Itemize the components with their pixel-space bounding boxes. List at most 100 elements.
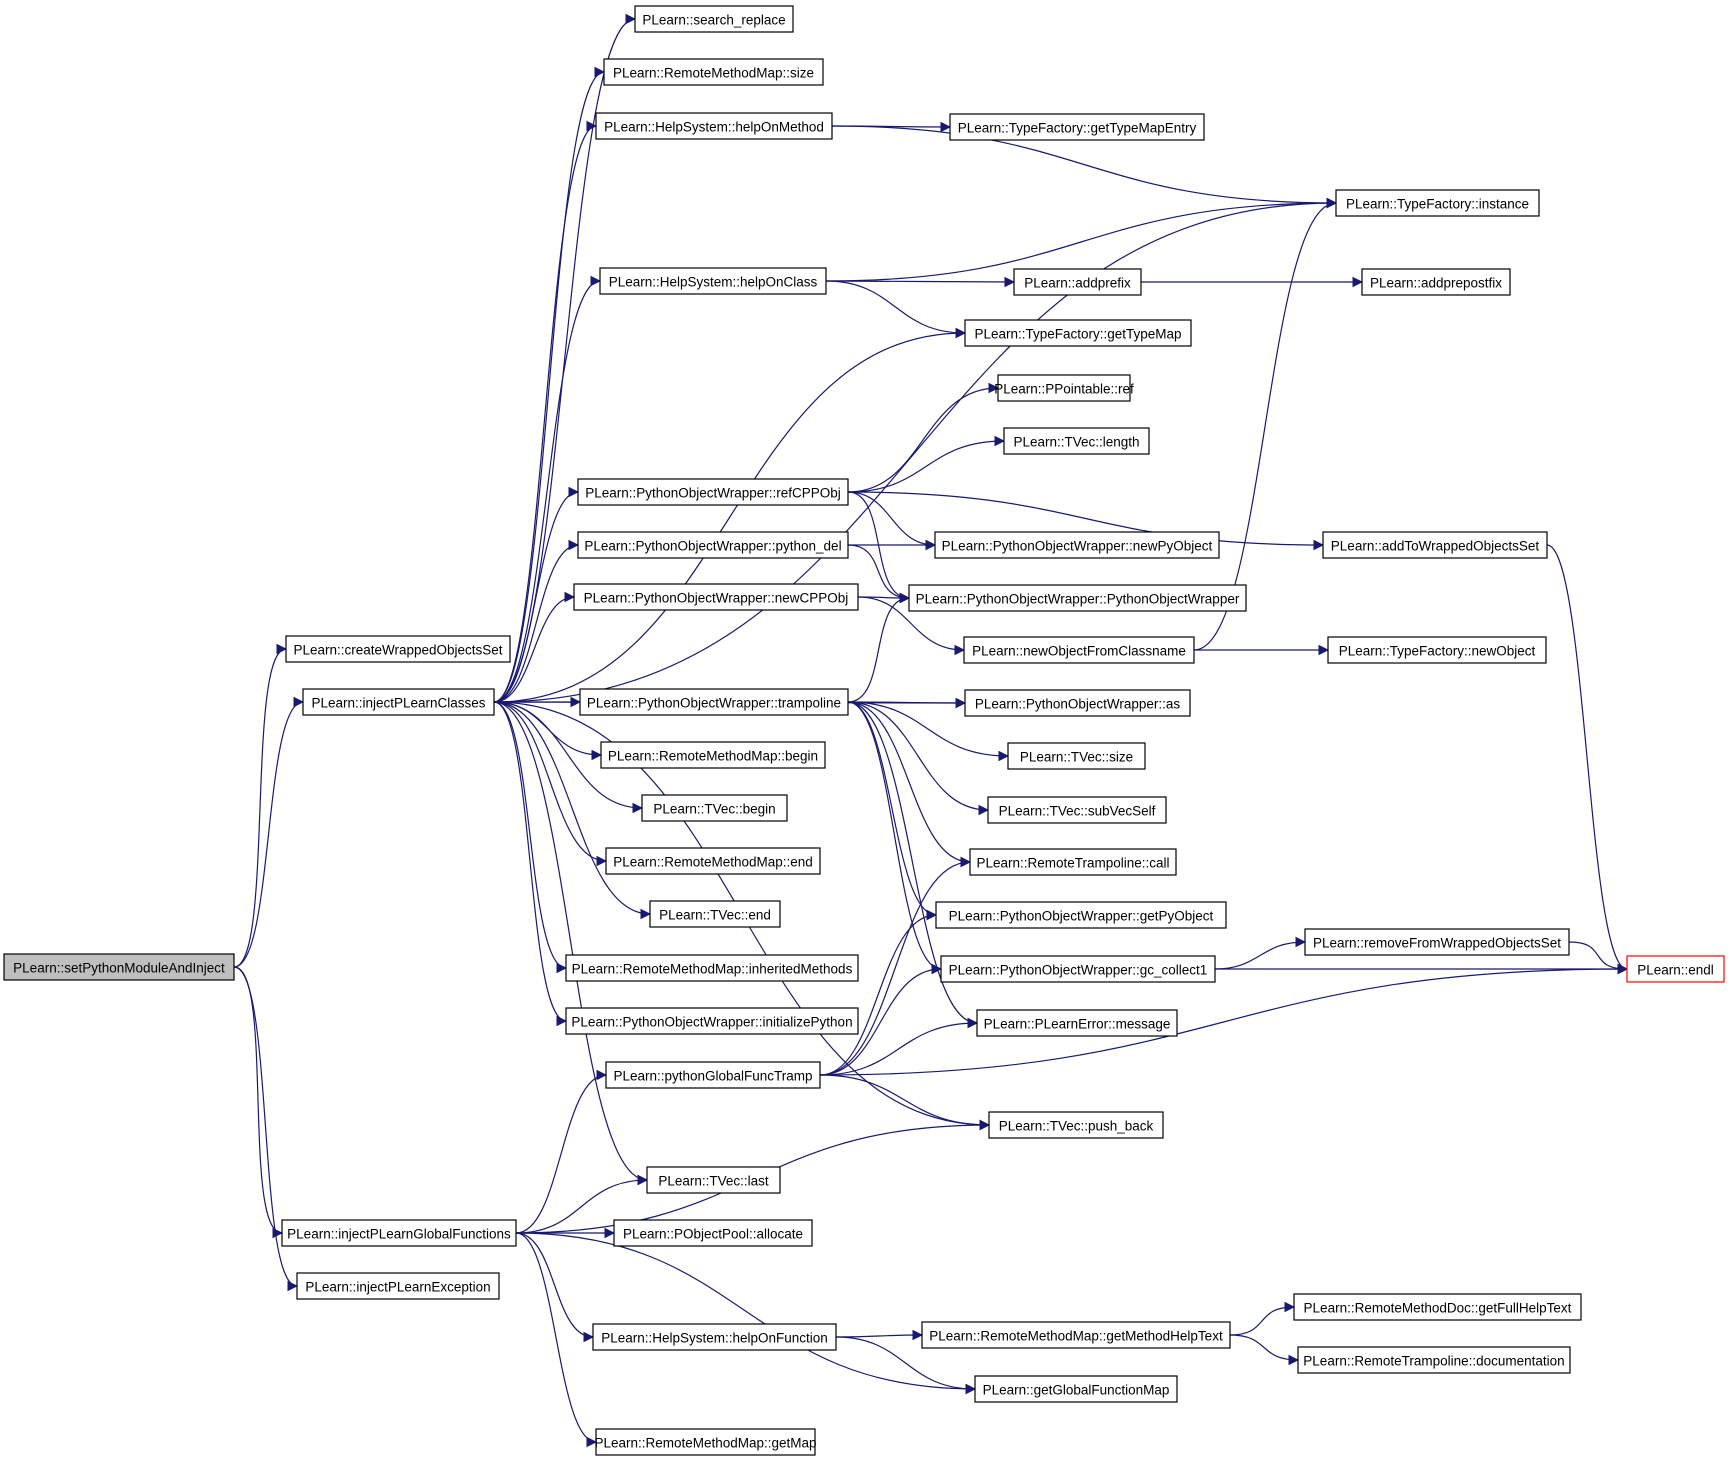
node-help-on-method[interactable]: PLearn::HelpSystem::helpOnMethod (595, 112, 833, 140)
edge-injectClasses-to-refCPPObj (493, 486, 580, 703)
node-label: PLearn::addToWrappedObjectsSet (1331, 539, 1540, 554)
node-push-back[interactable]: PLearn::TVec::push_back (988, 1111, 1164, 1139)
node-addprefix[interactable]: PLearn::addprefix (1013, 268, 1142, 296)
node-rmm-get-map[interactable]: PLearn::RemoteMethodMap::getMap (594, 1428, 817, 1456)
node-label: PLearn::addprefix (1024, 276, 1131, 291)
node-root[interactable]: PLearn::setPythonModuleAndInject (3, 953, 235, 981)
node-get-full-help-text[interactable]: PLearn::RemoteMethodDoc::getFullHelpText (1293, 1293, 1582, 1321)
node-pool-allocate[interactable]: PLearn::PObjectPool::allocate (613, 1219, 813, 1247)
node-tv-length[interactable]: PLearn::TVec::length (1003, 427, 1150, 455)
node-err-message[interactable]: PLearn::PLearnError::message (976, 1009, 1178, 1037)
node-get-type-map[interactable]: PLearn::TypeFactory::getTypeMap (964, 319, 1192, 347)
node-label: PLearn::injectPLearnGlobalFunctions (287, 1227, 511, 1242)
node-new-py-object[interactable]: PLearn::PythonObjectWrapper::newPyObject (934, 531, 1220, 559)
edge-trampoline-to-rtCall (847, 701, 972, 868)
node-new-obj-from-cls[interactable]: PLearn::newObjectFromClassname (963, 636, 1195, 664)
node-box (1361, 268, 1511, 296)
node-box (964, 689, 1191, 717)
edge-newCPPObj-to-newObjFromCls (857, 596, 966, 656)
node-help-on-class[interactable]: PLearn::HelpSystem::helpOnClass (599, 267, 827, 295)
edge-path (515, 1069, 608, 1234)
node-pow[interactable]: PLearn::PythonObjectWrapper::PythonObjec… (908, 584, 1247, 612)
node-help-on-function[interactable]: PLearn::HelpSystem::helpOnFunction (592, 1323, 837, 1351)
node-box (940, 955, 1216, 983)
node-trampoline[interactable]: PLearn::PythonObjectWrapper::trampoline (579, 688, 849, 716)
node-box (613, 1219, 813, 1247)
node-rt-call[interactable]: PLearn::RemoteTrampoline::call (969, 848, 1177, 876)
node-rmm-begin[interactable]: PLearn::RemoteMethodMap::begin (600, 741, 826, 769)
node-python-del[interactable]: PLearn::PythonObjectWrapper::python_del (577, 531, 849, 559)
edge-injectClasses-to-tvBegin (493, 701, 644, 814)
node-tv-last[interactable]: PLearn::TVec::last (646, 1166, 781, 1194)
edge-pgft-to-errMessage (819, 1017, 979, 1076)
node-gc-collect1[interactable]: PLearn::PythonObjectWrapper::gc_collect1 (940, 955, 1216, 983)
node-box (1297, 1346, 1571, 1374)
node-get-type-map-entry[interactable]: PLearn::TypeFactory::getTypeMapEntry (949, 113, 1205, 141)
edge-pgft-to-getPyObject (819, 909, 938, 1076)
edge-root-to-injectExc (233, 966, 299, 1292)
edge-trampoline-to-tvSize (847, 701, 1010, 762)
edge-path (493, 701, 649, 1186)
node-box (302, 688, 495, 716)
node-inject-gf[interactable]: PLearn::injectPLearnGlobalFunctions (281, 1219, 517, 1247)
edge-path (493, 701, 652, 920)
edge-path (835, 1329, 924, 1341)
edge-helpOnClass-to-tfInstance (825, 197, 1338, 282)
node-remove-from-wos[interactable]: PLearn::removeFromWrappedObjectsSet (1304, 928, 1570, 956)
edge-path (847, 491, 1325, 551)
node-label: PLearn::TypeFactory::newObject (1339, 644, 1536, 659)
node-inject-classes[interactable]: PLearn::injectPLearnClasses (302, 688, 495, 716)
edge-injectClasses-to-initPython (493, 701, 568, 1027)
edge-trampoline-to-powAs (847, 697, 967, 709)
node-box (565, 1007, 859, 1035)
node-box (1003, 427, 1150, 455)
edge-refCPPObj-to-tvLength (847, 435, 1006, 493)
node-get-gfmap[interactable]: PLearn::getGlobalFunctionMap (974, 1375, 1178, 1403)
node-label: PLearn::TypeFactory::instance (1346, 197, 1529, 212)
node-label: PLearn::RemoteTrampoline::documentation (1303, 1354, 1564, 1369)
edge-path (1546, 544, 1629, 975)
node-label: PLearn::newObjectFromClassname (972, 644, 1186, 659)
node-rmm-size[interactable]: PLearn::RemoteMethodMap::size (603, 58, 824, 86)
node-tf-new-object[interactable]: PLearn::TypeFactory::newObject (1327, 636, 1547, 664)
node-rmm-end[interactable]: PLearn::RemoteMethodMap::end (605, 847, 821, 875)
node-get-py-object[interactable]: PLearn::PythonObjectWrapper::getPyObject (935, 901, 1227, 929)
node-pgft[interactable]: PLearn::pythonGlobalFuncTramp (605, 1061, 821, 1089)
node-rt-doc[interactable]: PLearn::RemoteTrampoline::documentation (1297, 1346, 1571, 1374)
node-get-method-help-text[interactable]: PLearn::RemoteMethodMap::getMethodHelpTe… (921, 1321, 1231, 1349)
node-label: PLearn::TVec::size (1020, 750, 1133, 765)
node-addprepostfix[interactable]: PLearn::addprepostfix (1361, 268, 1511, 296)
edge-path (847, 592, 911, 703)
node-pow-as[interactable]: PLearn::PythonObjectWrapper::as (964, 689, 1191, 717)
node-box (1013, 268, 1142, 296)
node-label: PLearn::pythonGlobalFuncTramp (613, 1069, 812, 1084)
node-label: PLearn::TVec::last (658, 1174, 769, 1189)
node-create-wos[interactable]: PLearn::createWrappedObjectsSet (285, 635, 511, 663)
node-pp-ref[interactable]: PLearn::PPointable::ref (994, 374, 1134, 402)
node-ref-cppobj[interactable]: PLearn::PythonObjectWrapper::refCPPObj (577, 478, 849, 506)
node-tv-end[interactable]: PLearn::TVec::end (649, 900, 781, 928)
edge-path (825, 197, 1338, 282)
node-tf-instance[interactable]: PLearn::TypeFactory::instance (1335, 189, 1540, 217)
node-rmm-inherited[interactable]: PLearn::RemoteMethodMap::inheritedMethod… (565, 954, 859, 982)
node-tv-begin[interactable]: PLearn::TVec::begin (641, 794, 788, 822)
edge-pgft-to-pushBack (819, 1074, 991, 1131)
edge-path (493, 701, 568, 1027)
edge-path (847, 544, 911, 604)
node-box (605, 847, 821, 875)
node-label: PLearn::RemoteMethodMap::getMap (594, 1436, 816, 1451)
edge-path (515, 1174, 649, 1234)
node-box (281, 1219, 517, 1247)
node-add-to-wos[interactable]: PLearn::addToWrappedObjectsSet (1322, 531, 1548, 559)
node-tv-sub-vec-self[interactable]: PLearn::TVec::subVecSelf (987, 796, 1167, 824)
node-inject-exc[interactable]: PLearn::injectPLearnException (296, 1272, 500, 1300)
node-init-python[interactable]: PLearn::PythonObjectWrapper::initializeP… (565, 1007, 859, 1035)
node-new-cppobj[interactable]: PLearn::PythonObjectWrapper::newCPPObj (573, 583, 859, 611)
node-label: PLearn::PythonObjectWrapper::PythonObjec… (916, 592, 1240, 607)
node-endl[interactable]: PLearn::endl (1626, 955, 1725, 983)
node-tv-size[interactable]: PLearn::TVec::size (1007, 742, 1146, 770)
edge-helpOnFunction-to-getMethodHelpText (835, 1329, 924, 1341)
node-search-replace[interactable]: PLearn::search_replace (634, 5, 794, 33)
node-box (969, 848, 1177, 876)
edge-pgft-to-rtCall (819, 856, 972, 1076)
